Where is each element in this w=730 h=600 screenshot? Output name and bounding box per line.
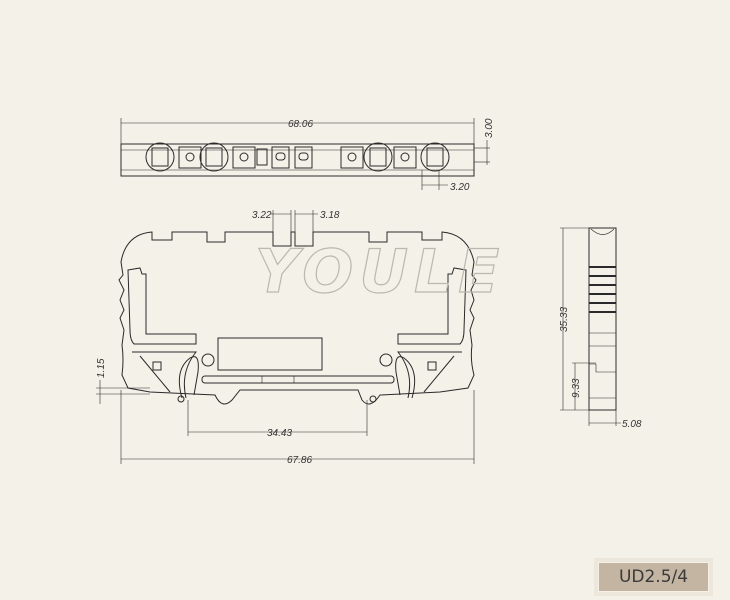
model-label-text: UD2.5/4 [598, 562, 709, 592]
dim-top-height: 3.00 [484, 118, 495, 138]
dim-slot-right: 3.18 [320, 210, 340, 221]
watermark-logo: YOULE [255, 237, 505, 307]
dim-pitch: 3.20 [450, 182, 470, 193]
front-view: 3.22 3.18 1.15 34.43 67.86 [96, 210, 477, 466]
dim-top-width: 68.06 [288, 119, 313, 130]
dim-overall-width: 67.86 [287, 455, 312, 466]
dim-thickness: 5.08 [622, 419, 642, 430]
dim-rail-span: 34.43 [267, 428, 292, 439]
dim-slot-left: 3.22 [252, 210, 272, 221]
top-view: 68.06 3.00 3.20 [120, 118, 495, 193]
side-view: 35.33 9.33 5.08 [559, 227, 642, 430]
model-label: UD2.5/4 [594, 558, 713, 596]
dim-offset: 1.15 [96, 358, 107, 378]
dim-foot-height: 9.33 [571, 378, 582, 398]
dim-side-height: 35.33 [559, 307, 570, 332]
